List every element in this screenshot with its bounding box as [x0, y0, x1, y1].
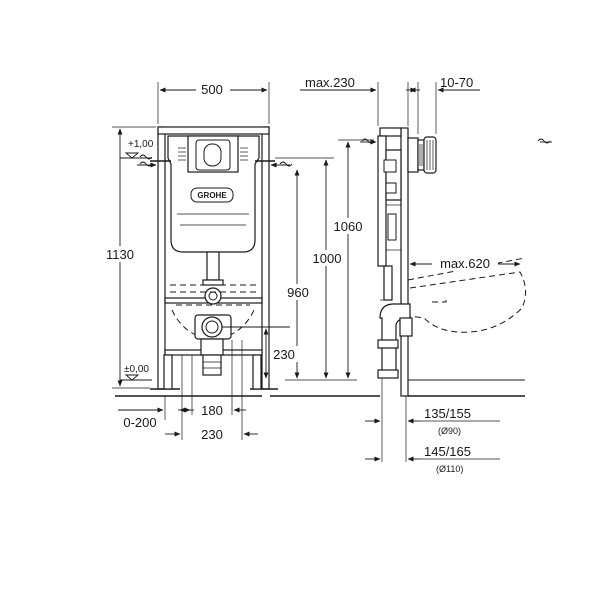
- dim-depth-max-label: max.230: [305, 75, 355, 90]
- dim-1000-label: 1000: [313, 251, 342, 266]
- dim-pipe90-label: 135/155: [424, 406, 471, 421]
- level-top-label: +1,00: [128, 139, 154, 150]
- dim-pipe110-dia-label: (Ø110): [436, 464, 463, 474]
- dim-heights: 960 1000 1060 230: [263, 139, 374, 381]
- level-floor-label: ±0,00: [124, 364, 149, 375]
- side-frame: [377, 127, 437, 397]
- dim-960-label: 960: [287, 285, 309, 300]
- floor-lines: [115, 379, 525, 397]
- dim-180-label: 180: [201, 403, 223, 418]
- dim-230-bottom-label: 230: [201, 427, 223, 442]
- level-markers: +1,00 ±0,00: [120, 139, 154, 381]
- dim-offset-label: 0-200: [123, 415, 156, 430]
- inlet-arrows: [137, 157, 334, 168]
- dim-pipe90-dia-label: (Ø90): [438, 426, 461, 436]
- dim-bottom-front: 0-200 180 230: [118, 340, 258, 442]
- dim-height-1130: 1130: [100, 126, 156, 389]
- drain-connection: [194, 314, 290, 376]
- dim-bowl-max-label: max.620: [440, 256, 490, 271]
- dim-width-label: 500: [201, 82, 223, 97]
- cistern: GROHE: [150, 135, 275, 305]
- brand-logo: GROHE: [197, 191, 227, 200]
- dim-width-500: 500: [157, 80, 270, 124]
- dim-pipe110-label: 145/165: [424, 444, 471, 459]
- side-bowl-outline: [407, 257, 526, 333]
- dim-1060-label: 1060: [334, 219, 363, 234]
- dim-side: max.230 10-70 max.620 135/155 (Ø90) 145/…: [300, 75, 552, 474]
- dim-adjust-label: 10-70: [440, 75, 473, 90]
- dim-230-label: 230: [273, 347, 295, 362]
- dim-height-label: 1130: [106, 247, 134, 262]
